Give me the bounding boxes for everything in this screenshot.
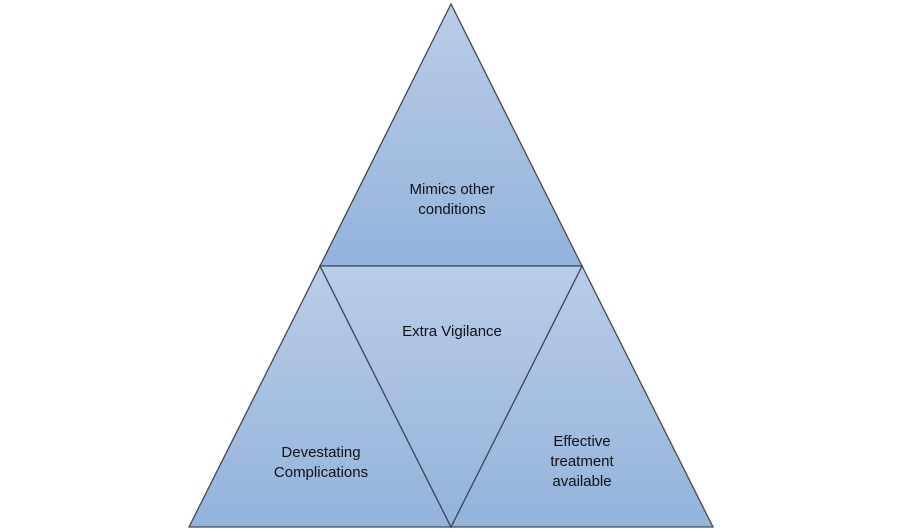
center-inverted-triangle <box>318 265 584 529</box>
right-label: Effective treatment available <box>550 432 613 492</box>
right-label-line: available <box>552 473 612 490</box>
top-label-line: conditions <box>418 201 486 218</box>
left-label-line: Complications <box>273 464 369 481</box>
right-label-line: treatment <box>550 453 614 470</box>
center-label: Extra Vigilance <box>402 323 502 340</box>
top-triangle <box>318 2 584 267</box>
right-label-line: Effective <box>553 433 611 450</box>
top-label: Mimics other conditions <box>409 180 494 220</box>
left-label: Devestating Complications <box>274 443 368 483</box>
top-label-line: Mimics other <box>409 181 495 198</box>
left-label-line: Devestating <box>281 444 361 461</box>
